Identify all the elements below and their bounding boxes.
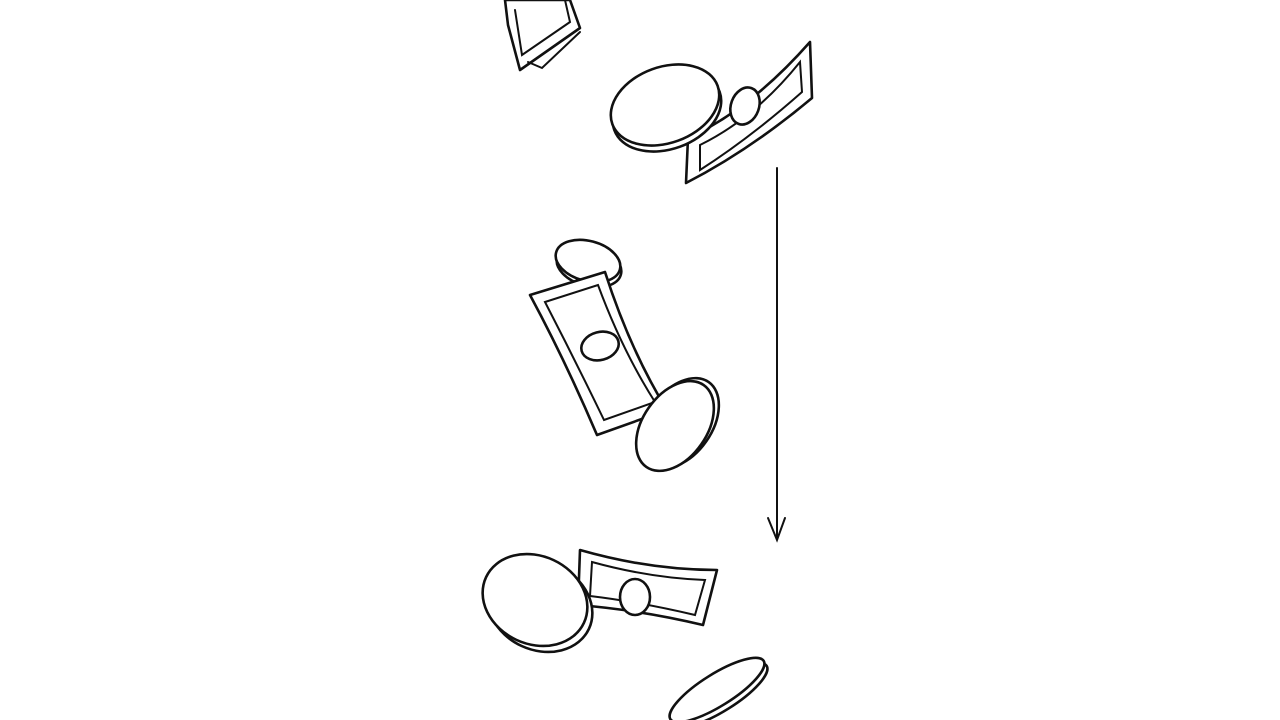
bill-upper-right xyxy=(684,40,814,185)
coin-bottom-partial xyxy=(668,656,769,720)
down-arrow xyxy=(767,167,786,543)
coin-lower xyxy=(481,552,594,654)
bill-lower xyxy=(576,548,719,627)
coin-middle-right xyxy=(634,376,721,473)
coin-upper xyxy=(609,63,723,153)
bill-top-partial xyxy=(503,0,582,72)
